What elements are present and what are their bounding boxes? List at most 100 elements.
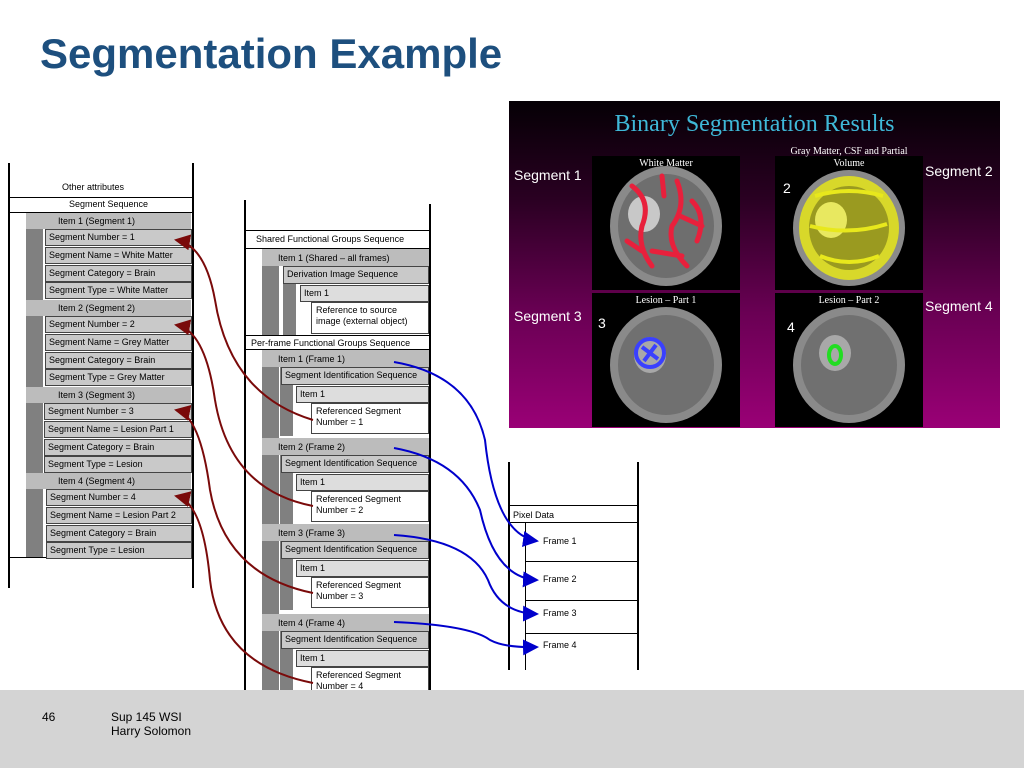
segment-attribute-row: Segment Type = White Matter [45,282,192,299]
segment-identification-sequence-label: Segment Identification Sequence [281,631,429,649]
segmentation-results-panel: Binary Segmentation Results White Matter [509,101,1000,428]
shared-bar [262,249,279,335]
caption-lesion-1: Lesion – Part 1 [635,295,697,306]
other-attributes-label: Other attributes [62,182,125,192]
divider [525,600,639,601]
segment-attribute-row: Segment Number = 1 [45,229,192,246]
shared-sequence-label: Shared Functional Groups Sequence [256,234,405,244]
segment-identification-sequence-label: Segment Identification Sequence [281,455,429,473]
segment-2-label: Segment 2 [925,163,993,179]
segment-identification-sequence-label: Segment Identification Sequence [281,541,429,559]
caption-white-matter: White Matter [639,158,693,169]
divider [244,248,431,249]
frame-item-header [262,350,429,367]
left-bracket-line [8,163,10,588]
segment-attribute-row: Segment Number = 4 [46,489,192,506]
brain-scan-gray-matter [793,170,905,286]
segment-attribute-row: Segment Category = Brain [44,439,192,456]
brain-scan-white-matter [610,166,722,286]
segment-3-number: 3 [598,315,606,331]
divider [244,349,431,350]
frame-item-header [262,614,429,631]
frame-2-label: Frame 2 [543,574,577,584]
referenced-segment-number-box: Referenced Segment Number = 1 [311,403,429,434]
segment-item-label: Item 3 (Segment 3) [58,390,136,400]
segment-item-label: Item 4 (Segment 4) [58,476,136,486]
left-bracket-line [508,462,510,670]
sequence-bar [26,213,43,557]
pixel-arrow-frame-4 [393,621,539,656]
segment-attribute-row: Segment Name = Lesion Part 2 [46,507,192,524]
mri-image-white-matter: White Matter [592,156,740,290]
divider [508,505,639,506]
divider [525,633,639,634]
segment-attribute-row: Segment Category = Brain [46,525,192,542]
segment-attribute-row: Segment Name = Grey Matter [45,334,192,351]
frame-4-label: Frame 4 [543,640,577,650]
segment-attribute-row: Segment Category = Brain [45,265,192,282]
mri-image-gray-matter: Gray Matter, CSF and Partial Volume [775,146,923,290]
frame-column-line [525,522,526,670]
segment-item-header [26,387,191,403]
slide-footer: 46 Sup 145 WSI Harry Solomon [0,690,1024,768]
reference-box: Reference to source image (external obje… [311,302,429,334]
reference-arrow-segment-1 [174,234,314,421]
segment-4-number: 4 [787,319,795,335]
left-bracket-line [244,200,246,715]
derivation-item-label: Item 1 [300,285,429,302]
caption-gray-matter: Gray Matter, CSF and Partial Volume [790,146,908,169]
right-bracket-line [637,462,639,670]
pixel-arrow-frame-2 [393,447,539,588]
shared-item-header [262,249,429,266]
slide-title: Segmentation Example [40,30,503,77]
segment-1-label: Segment 1 [514,167,582,183]
page-number: 46 [42,710,56,724]
segment-item-label: Item 2 (Segment 2) [58,303,136,313]
divider [525,561,639,562]
segment-sequence-label: Segment Sequence [69,199,149,209]
results-title: Binary Segmentation Results [614,111,895,137]
frame-item-header [262,524,429,541]
frame-3-label: Frame 3 [543,608,577,618]
frame-item-label: Item 3 (Frame 3) [278,528,346,538]
segment-attribute-row: Segment Number = 3 [44,403,192,420]
segment-item-header [26,300,191,316]
divider [244,335,431,336]
pixel-arrow-frame-3 [393,534,539,622]
frame-item-label: Item 4 (Frame 4) [278,618,346,628]
segment-attribute-row: Segment Name = Lesion Part 1 [44,421,192,438]
mri-image-lesion-2: Lesion – Part 2 [775,293,923,427]
segment-4-label: Segment 4 [925,298,993,314]
divider [508,522,639,523]
frame-inner-item-label: Item 1 [296,650,429,667]
divider [8,212,194,213]
segment-attribute-row: Segment Type = Lesion [44,456,192,473]
segment-attribute-row: Segment Category = Brain [45,352,192,369]
segment-3-label: Segment 3 [514,308,582,324]
footer-line-1: Sup 145 WSI [111,710,182,724]
divider [8,197,194,198]
footer-line-2: Harry Solomon [111,724,192,738]
segment-attribute-row: Segment Number = 2 [45,316,192,333]
segment-2-number: 2 [783,180,791,196]
reference-arrow-segment-4 [174,491,314,684]
segment-item-label: Item 1 (Segment 1) [58,216,136,226]
frame-inner-item-label: Item 1 [296,386,429,403]
right-bracket-line [192,163,194,588]
segment-attribute-row: Segment Type = Grey Matter [45,369,192,386]
shared-item-label: Item 1 (Shared – all frames) [278,253,390,263]
referenced-segment-number-box: Referenced Segment Number = 3 [311,577,429,608]
frame-1-label: Frame 1 [543,536,577,546]
segment-identification-sequence-label: Segment Identification Sequence [281,367,429,385]
segment-item-header [26,213,191,229]
frame-inner-item-label: Item 1 [296,560,429,577]
frame-item-label: Item 1 (Frame 1) [278,354,346,364]
pixel-arrow-frame-1 [393,361,539,547]
divider [244,230,431,231]
pixel-data-label: Pixel Data [513,510,555,520]
brain-scan-lesion-2 [793,307,905,423]
frame-item-header [262,438,429,455]
caption-lesion-2: Lesion – Part 2 [818,295,880,306]
derivation-sequence-label: Derivation Image Sequence [283,266,429,284]
